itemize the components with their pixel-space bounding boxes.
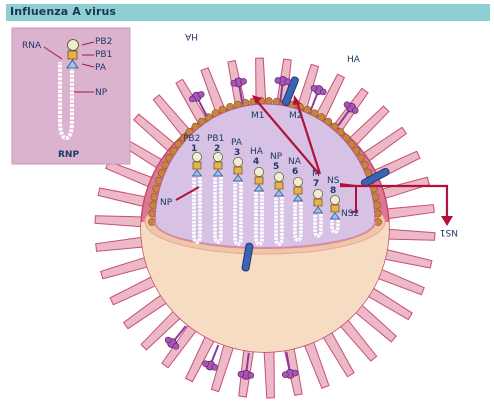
segment-number-3: 3 (234, 148, 240, 158)
ha-spike (263, 347, 275, 399)
label-m1: M1 (251, 111, 265, 121)
inset-label-pb2: PB2 (95, 37, 112, 47)
ha-spike (378, 176, 431, 201)
m2-ion-channels (241, 76, 390, 272)
neuraminidase-spikes (164, 76, 359, 380)
rnp-segment-8 (329, 194, 341, 234)
segment-name-5: NP (270, 152, 283, 162)
inset-pa (66, 59, 79, 69)
ha-spike (380, 248, 433, 269)
na-spike (337, 101, 359, 127)
protein-annotations: M1 M2 NP NS2 NS1 HA HA (160, 31, 458, 237)
rnp-segment-1 (191, 151, 203, 244)
ns1-arrowhead (441, 216, 453, 226)
ha-spike (373, 267, 425, 296)
hemagglutinin-spikes (94, 57, 436, 399)
ha-spike (105, 160, 157, 189)
inset-label-pb1: PB1 (95, 50, 112, 60)
m1-arrow (255, 99, 320, 175)
inset-label-pa: PA (95, 63, 107, 73)
segment-name-3: PA (231, 138, 243, 148)
rnp-segment-5 (273, 171, 285, 246)
segment-number-8: 8 (330, 186, 336, 196)
segment-name-7: M (312, 169, 320, 179)
ha-spike (383, 204, 435, 220)
na-spike (274, 76, 292, 104)
rnp-inset: RNA PB2 PB1 PA NP RNP (11, 27, 131, 165)
na-spike (202, 344, 220, 371)
label-np: NP (160, 198, 173, 208)
na-spike (309, 84, 327, 111)
ha-spike (302, 337, 330, 389)
na-spike (164, 325, 187, 350)
ha-spike (384, 228, 436, 241)
m2-arrowhead (293, 95, 301, 105)
na-spike (281, 351, 299, 379)
label-surface-ha-left: HA (184, 31, 198, 41)
m2-channel-right (360, 167, 390, 188)
label-ns1: NS1 (440, 227, 458, 237)
m2-channel-bottom (241, 242, 254, 272)
inset-label-np: NP (95, 88, 108, 98)
segment-number-7: 7 (313, 179, 319, 189)
segment-labels: PB2 1 PB1 2 PA 3 HA 4 NP 5 NA 6 M 7 NS 8 (183, 134, 340, 196)
m2-arrow (295, 101, 322, 175)
inset-label-rna: RNA (22, 41, 42, 51)
segment-name-6: NA (288, 157, 302, 167)
segment-name-2: PB1 (207, 134, 224, 144)
m2-channel-top (282, 76, 299, 107)
segment-number-5: 5 (273, 162, 279, 172)
inset-caption: RNP (58, 150, 79, 160)
inset-pb1 (67, 50, 78, 60)
label-surface-ha-right: HA (347, 55, 361, 65)
segment-name-4: HA (250, 147, 264, 157)
na-spike (230, 77, 247, 105)
ha-spike (95, 236, 147, 252)
title-bar: Influenza A virus (6, 4, 490, 21)
rnp-segments (191, 151, 341, 246)
label-m2: M2 (289, 111, 303, 121)
ha-spike (94, 215, 146, 228)
rnp-segment-2 (212, 151, 224, 244)
na-spike (189, 91, 208, 117)
segment-number-2: 2 (214, 144, 220, 154)
segment-name-8: NS (327, 176, 340, 186)
inset-pb2 (67, 39, 79, 51)
upper-cut-rim (154, 221, 376, 249)
segment-number-4: 4 (253, 157, 259, 167)
m1-arrowhead (252, 95, 262, 104)
label-ns2: NS2 (341, 209, 359, 219)
inset-rnp-strand (58, 62, 74, 141)
ns1-arrow (340, 184, 449, 218)
segment-number-6: 6 (292, 167, 298, 177)
ha-spike (99, 255, 152, 280)
na-spike (237, 352, 255, 380)
page-title: Influenza A virus (10, 5, 117, 18)
rnp-segment-6 (292, 176, 304, 242)
rnp-segment-7 (312, 188, 324, 238)
rnp-segment-4 (253, 166, 265, 246)
ha-spike (97, 187, 150, 208)
segment-number-1: 1 (191, 144, 197, 154)
segment-name-1: PB2 (183, 134, 200, 144)
rnp-segment-3 (232, 156, 244, 246)
np-arrow (175, 186, 200, 201)
